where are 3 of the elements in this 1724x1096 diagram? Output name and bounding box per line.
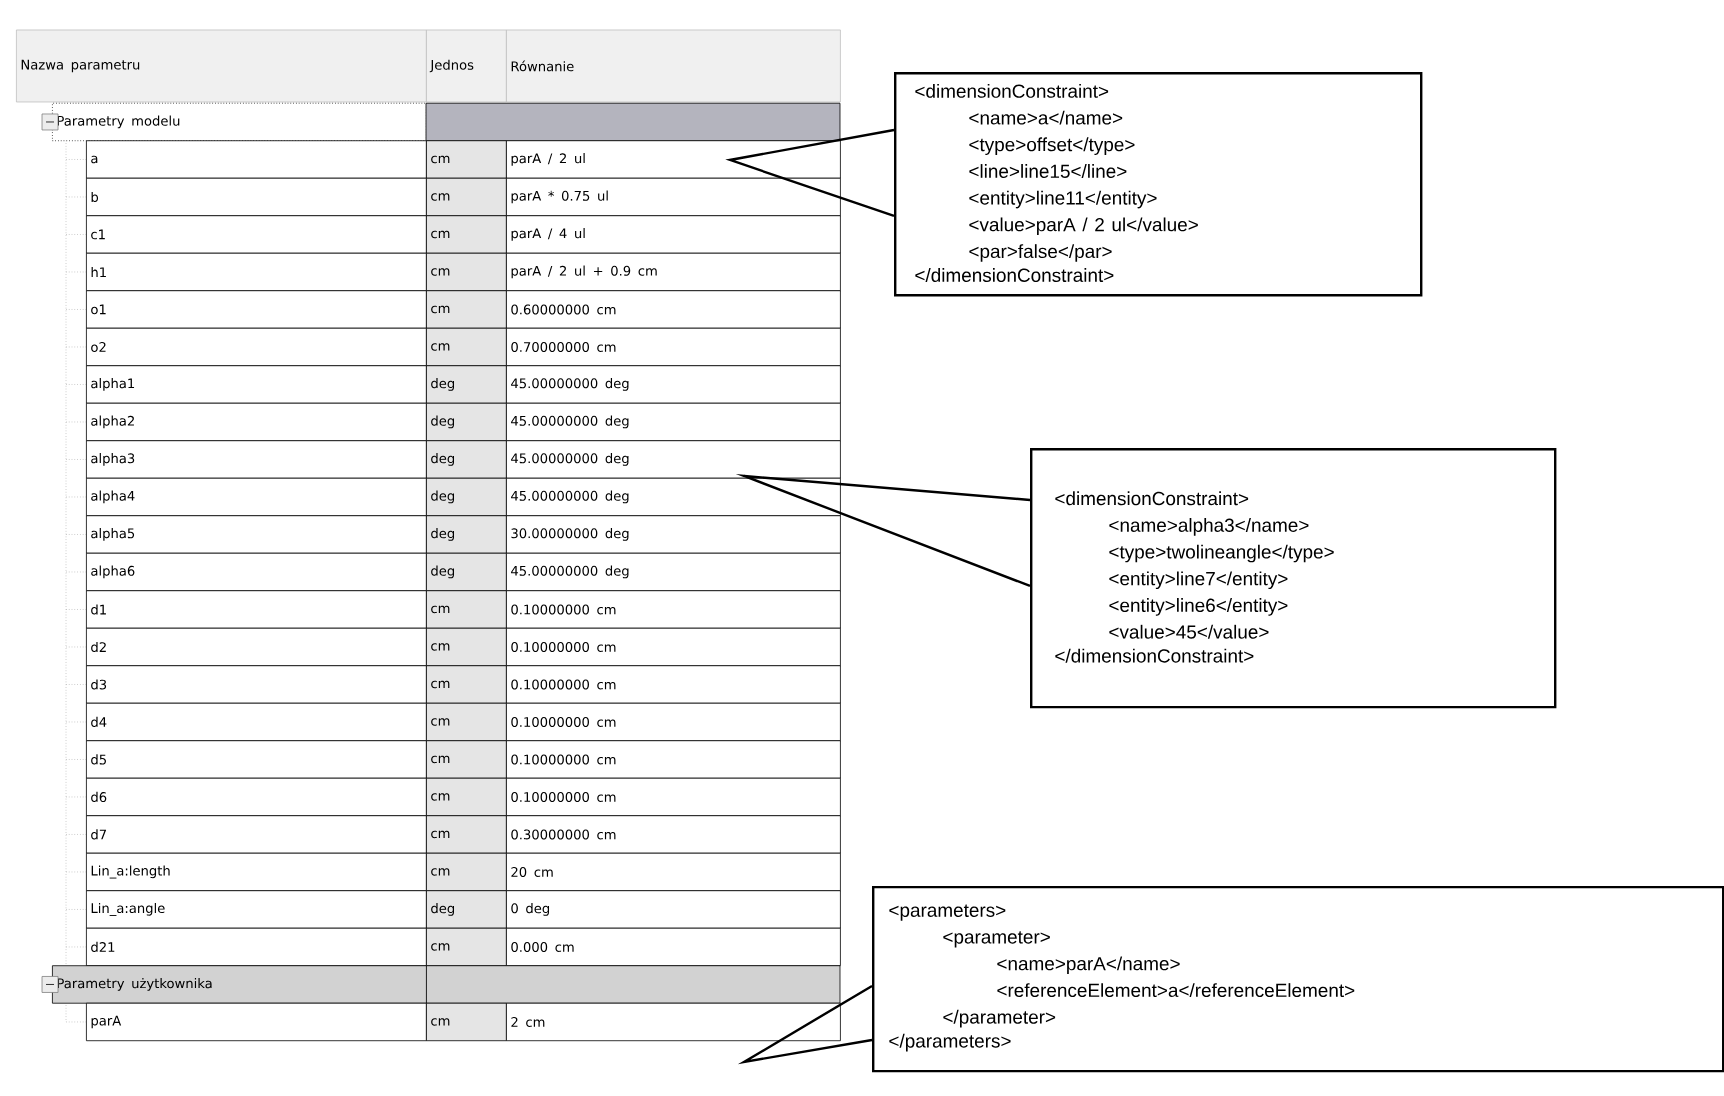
callout-box: <parameters> <parameter> <name>parA</name> <referenceElement>a</referenceElement> </parameter> </parameters> bbox=[872, 885, 1724, 1073]
callout-box: <dimensionConstraint> <name>alpha3</name> <type>twolineangle</type> <entity>line7</entity> <entity>line6</entity> <value>45</value> </dimensionConstraint> bbox=[1030, 448, 1557, 709]
callout-box: <dimensionConstraint> <name>a</name> <type>offset</type> <line>line15</line> <entity>line11</entity> <value>parA / 2 ul</value> <par>false</par> </dimensionConstraint> bbox=[894, 72, 1423, 297]
